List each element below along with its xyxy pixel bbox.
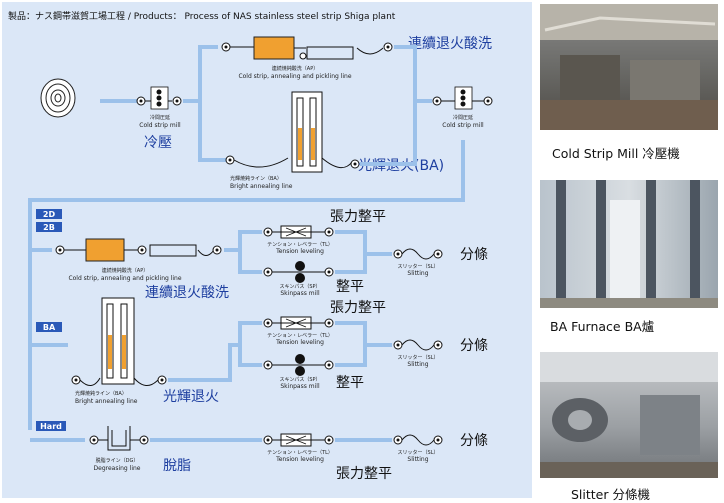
ba-mid-en: Bright annealing line — [75, 398, 138, 405]
photo-caption-slitter: Slitter 分條機 — [571, 487, 650, 502]
tl-ba-jp: テンション・レベラー（TL） — [267, 333, 333, 339]
ba-top-en: Bright annealing line — [230, 183, 293, 190]
svg-text:2D: 2D — [43, 210, 56, 219]
svg-text:BA: BA — [43, 323, 56, 332]
sp-ba-jp: スキンパス（SP） — [279, 377, 320, 383]
flow-arrow — [335, 230, 392, 256]
tl-hard-zh: 張力整平 — [336, 466, 392, 482]
coil-icon — [40, 78, 76, 118]
tl-mid-zh: 張力整平 — [330, 209, 386, 225]
ap-top-zh: 連續退火酸洗 — [408, 36, 492, 52]
dg-zh: 脫脂 — [163, 458, 191, 474]
ap-top-jp: 連続焼鈍酸洗（AP） — [272, 65, 318, 72]
skinpass-mid-icon — [263, 261, 334, 283]
sl-ba-zh: 分條 — [460, 338, 488, 354]
flow-arrow — [198, 101, 226, 162]
slitter-mid-icon — [393, 248, 443, 260]
ba-line-top-icon — [225, 91, 360, 173]
photo-caption-ba-furnace: BA Furnace BA爐 — [550, 319, 655, 334]
flow-arrow — [335, 345, 367, 367]
ap-top-en: Cold strip, annealing and pickling line — [238, 73, 351, 80]
cold-strip-mill-icon-1 — [136, 86, 182, 110]
group-tag-ba: BA — [36, 322, 62, 332]
svg-text:2B: 2B — [43, 223, 55, 232]
flow-arrow — [360, 101, 417, 166]
dg-en: Degreasing line — [94, 465, 141, 472]
photo-cold-strip-mill — [540, 4, 718, 130]
sp-ba-zh: 整平 — [336, 375, 364, 391]
ap-mid-zh: 連續退火酸洗 — [145, 285, 229, 301]
tl-mid-en: Tension leveling — [275, 248, 324, 255]
flow-arrow — [28, 140, 465, 430]
diagram-title: 製品：ナス鋼帯滋賀工場工程 / Products： Process of NAS… — [8, 10, 396, 22]
mill2-jp: 冷間圧延 — [453, 114, 473, 121]
flow-arrow — [238, 321, 262, 345]
group-tag-hard: Hard — [36, 421, 66, 431]
flow-arrow — [335, 321, 392, 347]
photo-caption-cold-strip-mill: Cold Strip Mill 冷壓機 — [552, 146, 680, 161]
group-tag-2d: 2D — [36, 209, 62, 219]
tl-hard-en: Tension leveling — [275, 456, 324, 463]
ap-mid-en: Cold strip, annealing and pickling line — [68, 275, 181, 282]
tl-hard-jp: テンション・レベラー（TL） — [267, 450, 333, 456]
flow-arrow — [168, 343, 240, 382]
flow-arrow — [335, 254, 367, 274]
tl-mid-jp: テンション・レベラー（TL） — [267, 242, 333, 248]
ba-top-jp: 光輝焼鈍ライン（BA） — [230, 175, 282, 182]
sp-mid-jp: スキンパス（SP） — [279, 284, 320, 290]
sl-hard-zh: 分條 — [460, 433, 488, 449]
slitter-hard-icon — [393, 434, 443, 446]
dg-jp: 脱脂ライン（DG） — [96, 457, 139, 464]
flow-arrow — [183, 45, 218, 103]
sl-mid-en: Slitting — [407, 270, 428, 277]
ap-line-mid-icon — [55, 238, 222, 262]
sp-ba-en: Skinpass mill — [280, 383, 320, 390]
photo-ba-furnace — [540, 180, 718, 308]
tl-ba-zh: 張力整平 — [330, 300, 386, 316]
sl-mid-zh: 分條 — [460, 247, 488, 263]
svg-text:Hard: Hard — [40, 422, 62, 431]
mill1-en: Cold strip mill — [139, 122, 181, 129]
tension-leveler-hard-icon — [263, 433, 334, 447]
ap-mid-jp: 連続焼鈍酸洗（AP） — [102, 267, 148, 274]
sp-mid-en: Skinpass mill — [280, 290, 320, 297]
sl-hard-jp: スリッター（SL） — [398, 449, 439, 456]
tension-leveler-mid-icon — [263, 225, 334, 239]
mill1-zh: 冷壓 — [144, 135, 172, 151]
flow-arrow — [394, 45, 432, 103]
sp-mid-zh: 整平 — [336, 279, 364, 295]
ba-mid-zh: 光輝退火 — [163, 389, 219, 405]
mill1-jp: 冷間圧延 — [150, 114, 170, 121]
flow-arrow — [238, 250, 262, 274]
sl-mid-jp: スリッター（SL） — [398, 263, 439, 270]
photo-slitter — [540, 352, 718, 478]
flow-arrow — [238, 345, 262, 367]
ap-line-top-icon — [221, 36, 393, 60]
degreasing-line-icon — [89, 426, 149, 451]
cold-strip-mill-icon-2 — [432, 86, 493, 110]
flow-arrow — [224, 230, 262, 252]
sl-hard-en: Slitting — [407, 456, 428, 463]
sl-ba-en: Slitting — [407, 361, 428, 368]
sl-ba-jp: スリッター（SL） — [398, 354, 439, 361]
tl-ba-en: Tension leveling — [275, 339, 324, 346]
tension-leveler-ba-icon — [263, 316, 334, 330]
ba-line-mid-icon — [71, 297, 167, 386]
ba-mid-jp: 光輝焼鈍ライン（BA） — [75, 390, 127, 397]
mill2-en: Cold strip mill — [442, 122, 484, 129]
slitter-ba-icon — [393, 339, 443, 351]
skinpass-ba-icon — [263, 354, 334, 376]
group-tag-2b: 2B — [36, 222, 62, 232]
